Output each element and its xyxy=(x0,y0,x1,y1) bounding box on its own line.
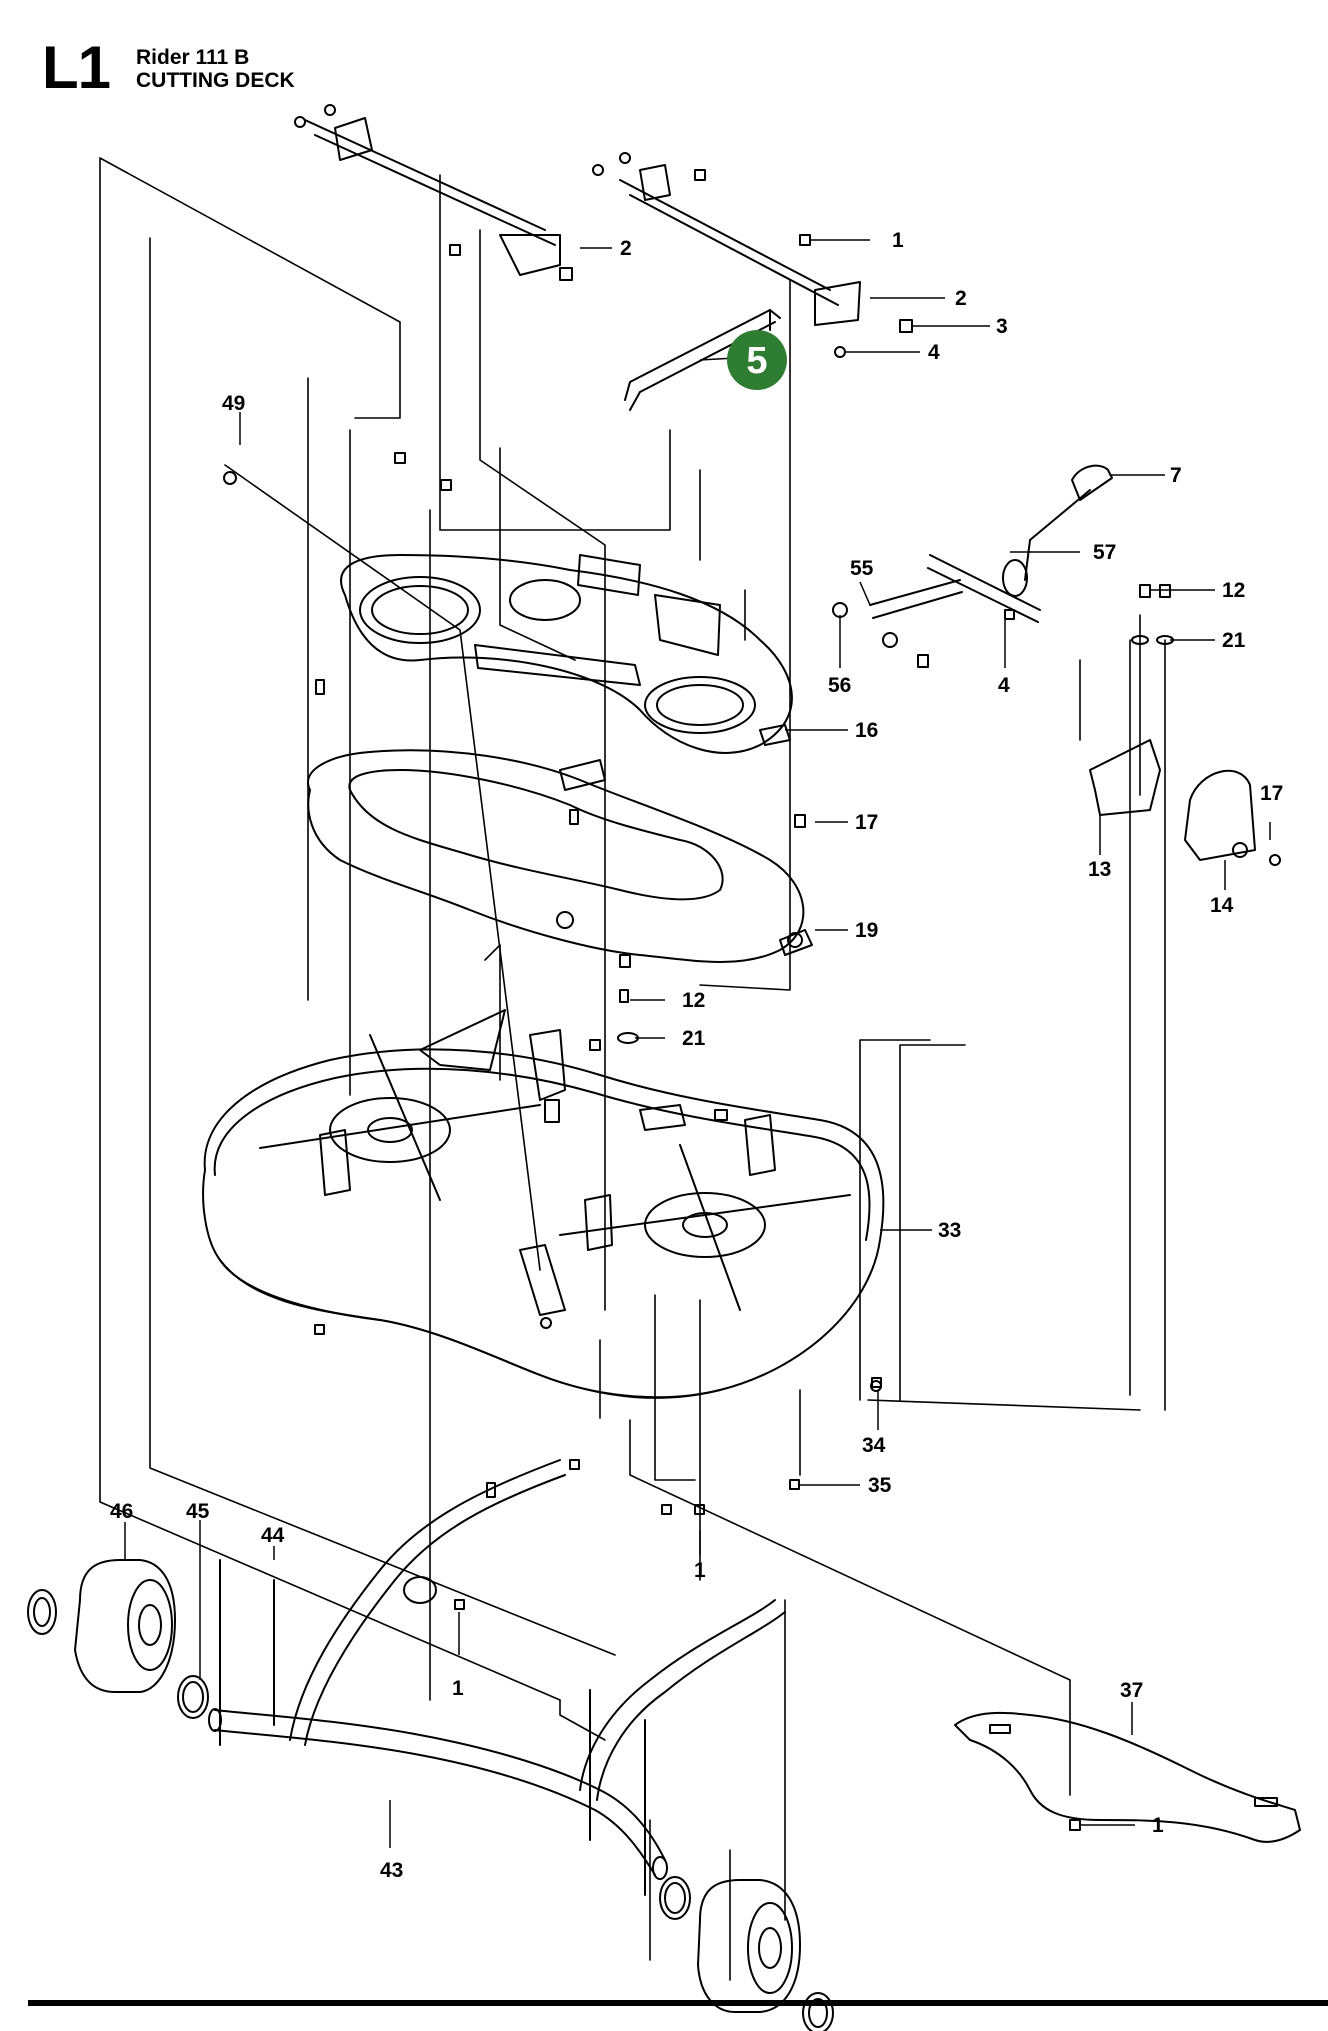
section-code: L1 xyxy=(42,34,111,101)
roller-wheel-left xyxy=(27,1559,209,1719)
height-adjust-rod-right xyxy=(592,152,913,358)
label-p13: 13 xyxy=(1088,858,1111,881)
roller-wheel-right xyxy=(659,1876,834,2031)
label-p45: 45 xyxy=(186,1500,210,1523)
leader-lines xyxy=(124,239,1271,1848)
label-p12b: 12 xyxy=(682,989,705,1012)
deck-baffle xyxy=(954,1711,1301,1843)
callout-number: 5 xyxy=(746,340,767,382)
label-p4b: 4 xyxy=(998,674,1010,697)
bottom-rule xyxy=(28,2000,1328,2006)
link-rod-part-5 xyxy=(624,309,781,411)
height-lever-assembly xyxy=(832,464,1281,866)
label-p14: 14 xyxy=(1210,894,1234,917)
section-title: CUTTING DECK xyxy=(136,69,295,92)
belt-cover-upper xyxy=(340,554,793,754)
label-p7: 7 xyxy=(1170,464,1182,487)
label-p16: 16 xyxy=(855,719,878,742)
fasteners xyxy=(223,452,1081,1831)
roller-frame xyxy=(208,1459,786,1896)
label-p2b: 2 xyxy=(955,287,967,310)
height-adjust-rod-left xyxy=(294,104,573,281)
cutting-deck-shell xyxy=(202,1009,885,1399)
label-p12a: 12 xyxy=(1222,579,1245,602)
label-p1d: 1 xyxy=(1152,1814,1164,1837)
label-p4a: 4 xyxy=(928,341,940,364)
label-p1c: 1 xyxy=(452,1677,464,1700)
label-p34: 34 xyxy=(862,1434,886,1457)
label-p2a: 2 xyxy=(620,237,632,260)
label-p44: 44 xyxy=(261,1524,285,1547)
label-p1b: 1 xyxy=(694,1559,706,1582)
label-p46: 46 xyxy=(110,1500,133,1523)
model-name: Rider 111 B xyxy=(136,46,250,69)
header-titles: Rider 111 B CUTTING DECK xyxy=(136,46,556,92)
label-p57: 57 xyxy=(1093,541,1116,564)
belt-cover-lower xyxy=(307,749,813,963)
label-p49: 49 xyxy=(222,392,245,415)
highlighted-part-callout[interactable]: 5 xyxy=(699,330,787,390)
label-p19: 19 xyxy=(855,919,878,942)
label-p43: 43 xyxy=(380,1859,403,1882)
label-p55: 55 xyxy=(850,557,874,580)
label-p56: 56 xyxy=(828,674,851,697)
label-p35: 35 xyxy=(868,1474,892,1497)
callout-circle xyxy=(727,330,787,390)
label-p17b: 17 xyxy=(1260,782,1283,805)
label-p3: 3 xyxy=(996,315,1008,338)
part-labels: 1 2 2 3 4 49 7 57 55 12 21 56 4 16 17 13… xyxy=(110,229,1283,1882)
label-p21b: 21 xyxy=(682,1027,706,1050)
label-p1a: 1 xyxy=(892,229,904,252)
label-p33: 33 xyxy=(938,1219,961,1242)
assembly-guide-lines xyxy=(99,157,1166,1981)
label-p21a: 21 xyxy=(1222,629,1246,652)
label-p37: 37 xyxy=(1120,1679,1143,1702)
label-p17a: 17 xyxy=(855,811,878,834)
